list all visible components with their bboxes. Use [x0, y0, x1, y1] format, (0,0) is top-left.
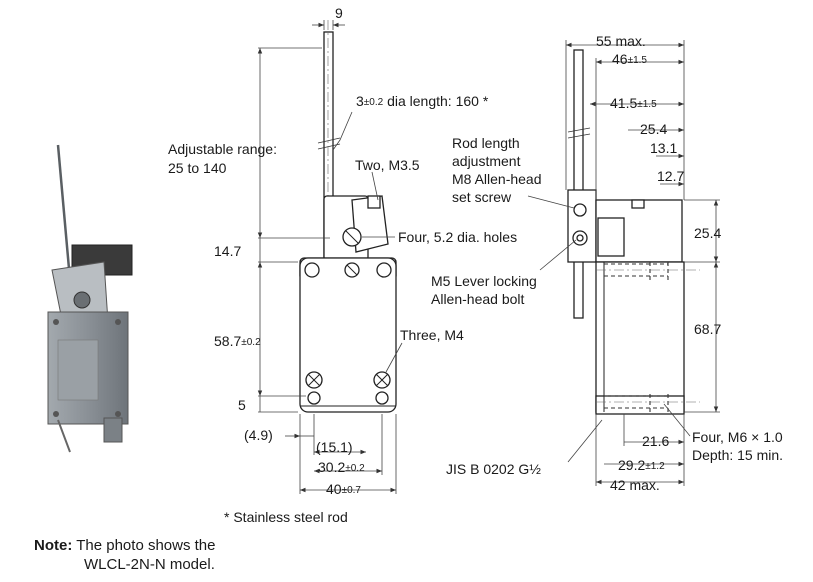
dim-rod-width: 9 — [335, 5, 343, 21]
dim-58-7: 58.7±0.2 — [214, 333, 261, 349]
dim-41-5: 41.5±1.5 — [610, 95, 657, 111]
dim-55-max: 55 max. — [596, 33, 646, 49]
note-line1: The photo shows the — [76, 537, 216, 554]
four-m6-line1: Four, M6 × 1.0 — [692, 429, 783, 445]
note-line2-block: WLCL-2N-N model. — [84, 555, 215, 574]
dim-21-6: 21.6 — [642, 433, 669, 449]
dim-42-max: 42 max. — [610, 477, 660, 493]
dim-14-7: 14.7 — [214, 243, 241, 259]
adjustable-range-line2: 25 to 140 — [168, 160, 227, 176]
side-rod — [573, 49, 584, 319]
dim-30-2: 30.2±0.2 — [318, 459, 365, 475]
adjustable-range-line1: Adjustable range: — [168, 141, 277, 157]
lever-lock-line1: M5 Lever locking — [431, 273, 537, 289]
note-label: Note: — [34, 537, 73, 554]
dim-5: 5 — [238, 397, 246, 413]
front-body — [299, 257, 397, 413]
note-line2: WLCL-2N-N model. — [84, 556, 215, 573]
rod-adjust-line3: M8 Allen-head — [452, 171, 542, 187]
rod-dia-label: 3±0.2 dia length: 160 * — [356, 93, 489, 109]
front-view: 9 3±0.2 dia length: 160 * Adjustable ran… — [168, 5, 517, 525]
side-body — [595, 261, 685, 413]
jis-label: JIS B 0202 G½ — [446, 461, 541, 477]
rod-adjust-line2: adjustment — [452, 153, 521, 169]
dim-12-7: 12.7 — [657, 168, 684, 184]
rod-adjust-line4: set screw — [452, 189, 512, 205]
dim-13-1: 13.1 — [650, 140, 677, 156]
stainless-footnote: * Stainless steel rod — [224, 509, 348, 525]
side-lever-bracket — [567, 189, 597, 263]
three-m4-label: Three, M4 — [400, 327, 464, 343]
dim-68-7: 68.7 — [694, 321, 721, 337]
lever-lock-line2: Allen-head bolt — [431, 291, 525, 307]
dim-15-1: (15.1) — [316, 439, 353, 455]
dim-4-9: (4.9) — [244, 427, 273, 443]
side-view: 55 max. 46±1.5 41.5±1.5 25.4 13.1 12.7 R… — [431, 33, 783, 493]
dim-46: 46±1.5 — [612, 51, 647, 67]
four-holes-label: Four, 5.2 dia. holes — [398, 229, 517, 245]
note-block: Note: The photo shows the — [34, 536, 216, 555]
product-photo — [47, 144, 133, 453]
two-m35-label: Two, M3.5 — [355, 157, 420, 173]
four-m6-line2: Depth: 15 min. — [692, 447, 783, 463]
dim-25-4-top: 25.4 — [640, 121, 667, 137]
dim-40: 40±0.7 — [326, 481, 361, 497]
rod-adjust-line1: Rod length — [452, 135, 520, 151]
dim-25-4-right: 25.4 — [694, 225, 721, 241]
dim-29-2: 29.2±1.2 — [618, 457, 665, 473]
